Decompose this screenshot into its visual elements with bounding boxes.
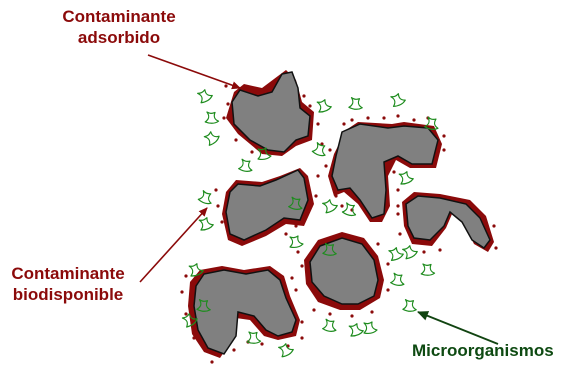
contaminant-dot-icon [328, 312, 331, 315]
contaminant-dot-icon [340, 204, 343, 207]
contaminant-dot-icon [224, 84, 227, 87]
contaminant-dot-icon [396, 114, 399, 117]
contaminant-dot-icon [324, 164, 327, 167]
contaminant-dot-icon [376, 242, 379, 245]
contaminant-dot-icon [392, 170, 395, 173]
microorganism-icon [391, 272, 407, 287]
contaminant-dot-icon [396, 188, 399, 191]
contaminant-dot-icon [442, 148, 445, 151]
contaminant-dot-icon [350, 314, 353, 317]
contaminant-dot-icon [214, 188, 217, 191]
microorganism-icon [349, 97, 365, 111]
contaminant-dot-icon [494, 246, 497, 249]
microorganisms-label: Microorganismos [412, 340, 568, 361]
microorganism-icon [322, 198, 338, 213]
contaminant-dot-icon [386, 262, 389, 265]
contaminant-dot-icon [370, 310, 373, 313]
contaminant-dot-icon [290, 276, 293, 279]
microorganism-icon [290, 236, 303, 247]
contaminant-dot-icon [294, 288, 297, 291]
microorganism-icon [391, 92, 407, 106]
contaminant-dot-icon [226, 102, 229, 105]
microorganism-icon [323, 318, 339, 333]
contaminant-dot-icon [296, 250, 299, 253]
contaminant-dot-icon [220, 220, 223, 223]
adsorbed-contaminant-label-line1: Contaminante [40, 6, 198, 27]
contaminant-dot-icon [192, 336, 195, 339]
microorganism-icon [403, 299, 419, 313]
contaminant-dot-icon [342, 122, 345, 125]
contaminant-dot-icon [492, 224, 495, 227]
microorganism-icon [278, 342, 294, 357]
contaminant-dot-icon [334, 194, 337, 197]
contaminant-dot-icon [250, 150, 253, 153]
contaminant-dot-icon [398, 232, 401, 235]
contaminant-dot-icon [438, 248, 441, 251]
microorganism-icon [247, 331, 262, 344]
microorganism-icon [364, 322, 377, 333]
microorganism-icon [197, 88, 213, 103]
contaminant-dot-icon [350, 118, 353, 121]
contaminant-dot-icon [382, 116, 385, 119]
contaminant-dot-icon [304, 212, 307, 215]
contaminant-dot-icon [300, 264, 303, 267]
contaminant-dot-icon [300, 336, 303, 339]
microorganism-icon [199, 217, 214, 230]
arrow-adsorbed-contaminant [148, 55, 240, 88]
contaminant-dot-icon [316, 122, 319, 125]
contaminant-dot-icon [234, 138, 237, 141]
soil-particles [194, 72, 490, 354]
contaminant-dot-icon [308, 104, 311, 107]
microorganism-icon [239, 158, 255, 173]
adsorbed-contaminant-label: Contaminante adsorbido [40, 6, 198, 48]
contaminant-dot-icon [294, 224, 297, 227]
contaminant-dot-icon [210, 360, 213, 363]
contaminant-dot-icon [396, 204, 399, 207]
contaminant-dot-icon [216, 204, 219, 207]
contaminant-dot-icon [260, 342, 263, 345]
microorganism-icon [317, 99, 332, 112]
microorganism-icon [349, 323, 364, 336]
contaminant-dot-icon [396, 212, 399, 215]
microorganism-icon [389, 246, 405, 260]
contaminant-dot-icon [314, 194, 317, 197]
microorganism-icon [198, 190, 215, 206]
contaminant-dot-icon [386, 288, 389, 291]
contaminant-dot-icon [222, 116, 225, 119]
contaminant-dot-icon [180, 290, 183, 293]
bioavailable-contaminant-label: Contaminante biodisponible [0, 263, 136, 305]
contaminant-dot-icon [442, 134, 445, 137]
microorganism-icon [399, 171, 414, 184]
bioavailable-contaminant-label-line2: biodisponible [0, 284, 136, 305]
arrow-bioavailable-contaminant [140, 208, 207, 282]
contaminant-dot-icon [302, 94, 305, 97]
bioavailable-contaminant-label-line1: Contaminante [0, 263, 136, 284]
microorganism-icon [204, 129, 221, 145]
contaminant-dot-icon [184, 274, 187, 277]
soil-particle-icon [194, 270, 296, 354]
microorganism-icon [402, 244, 418, 259]
contaminant-dot-icon [328, 148, 331, 151]
contaminant-dot-icon [300, 320, 303, 323]
contaminant-dot-icon [412, 118, 415, 121]
contaminant-dot-icon [366, 116, 369, 119]
contaminant-dot-icon [232, 348, 235, 351]
microorganism-icon [205, 111, 220, 124]
adsorbed-contaminant-label-line2: adsorbido [40, 27, 198, 48]
contaminant-dot-icon [316, 174, 319, 177]
contaminant-dot-icon [312, 308, 315, 311]
contaminant-dot-icon [422, 250, 425, 253]
microorganism-icon [421, 263, 436, 276]
contaminant-dot-icon [284, 232, 287, 235]
contaminant-dot-icon [184, 312, 187, 315]
